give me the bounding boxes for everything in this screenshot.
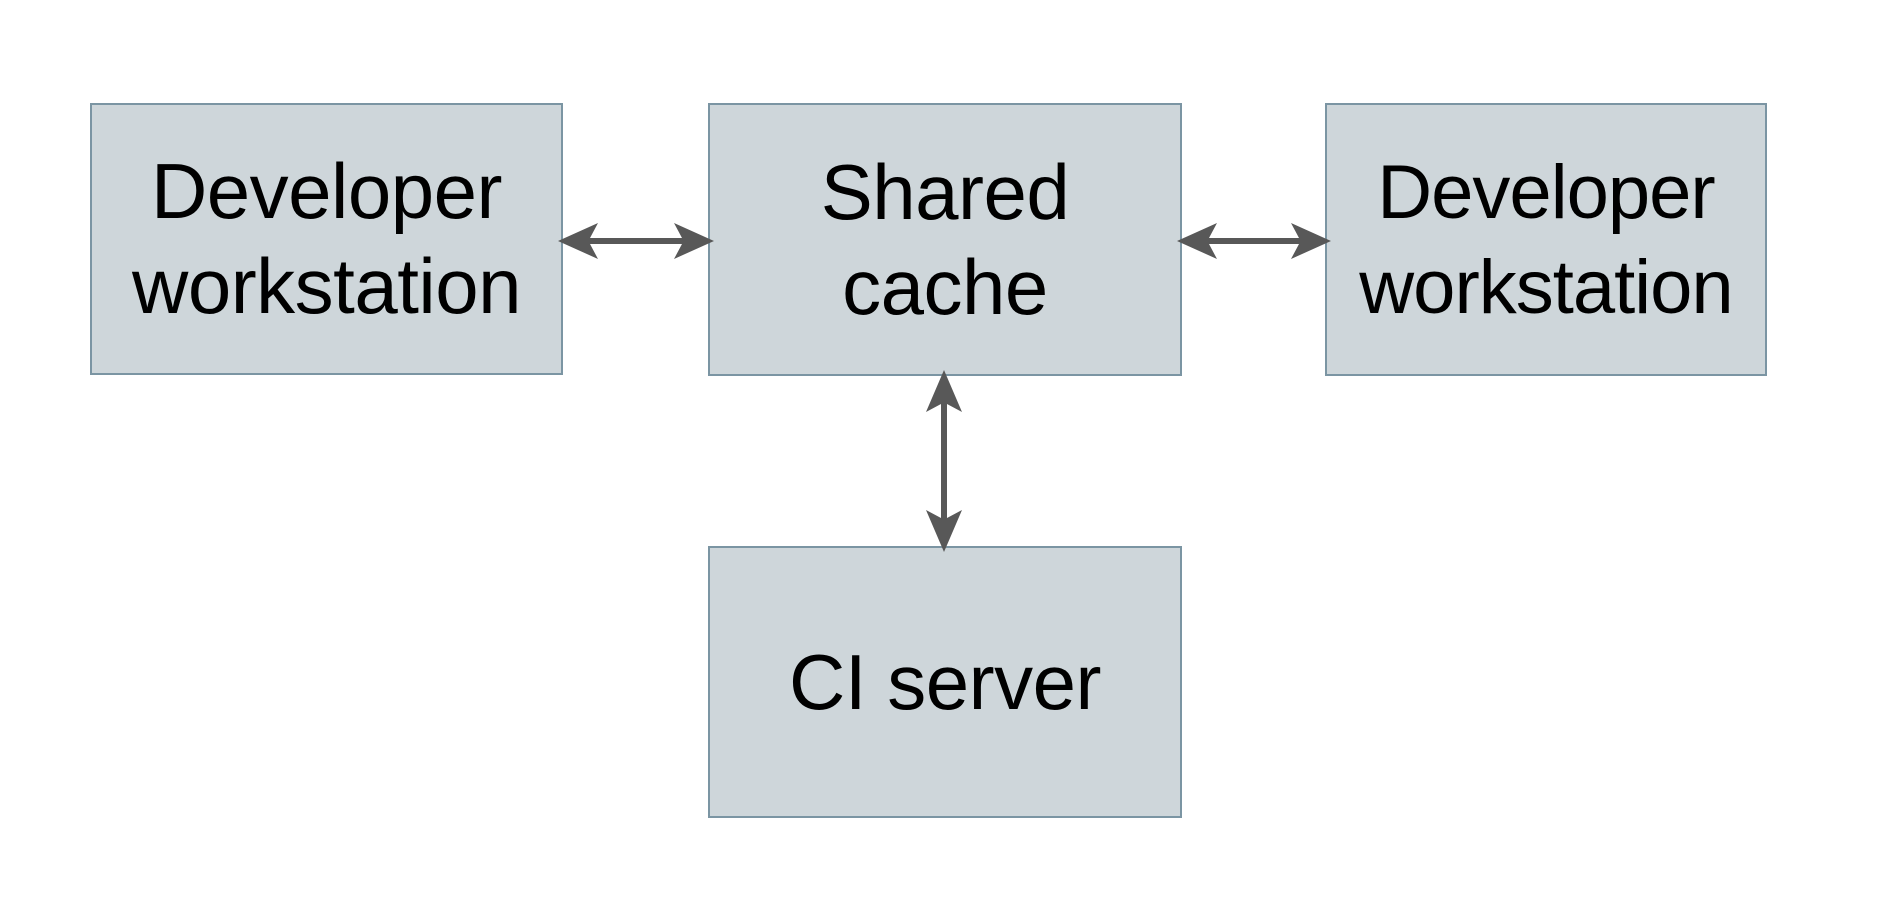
edge-developer-workstation-left-to-shared-cache[interactable]	[558, 206, 714, 276]
node-label: Shared cache	[820, 147, 1070, 331]
edge-shared-cache-to-developer-workstation-right[interactable]	[1177, 206, 1331, 276]
node-developer-workstation-right[interactable]: Developer workstation	[1325, 103, 1767, 376]
node-ci-server[interactable]: CI server	[708, 546, 1182, 818]
node-label: Developer workstation	[1359, 149, 1733, 330]
node-developer-workstation-left[interactable]: Developer workstation	[90, 103, 563, 375]
double-arrow-horizontal-icon	[558, 223, 714, 259]
node-label: CI server	[789, 637, 1101, 726]
edge-shared-cache-to-ci-server[interactable]	[909, 370, 979, 552]
node-label: Developer workstation	[132, 147, 522, 330]
double-arrow-vertical-icon	[926, 370, 962, 552]
double-arrow-horizontal-icon	[1177, 223, 1331, 259]
node-shared-cache[interactable]: Shared cache	[708, 103, 1182, 376]
